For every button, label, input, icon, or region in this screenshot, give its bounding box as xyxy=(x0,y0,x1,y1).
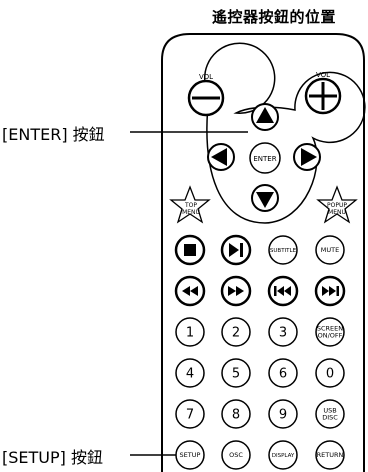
osc-button[interactable]: OSC xyxy=(221,440,251,470)
rewind-icon xyxy=(182,286,198,296)
left-arrow-button[interactable] xyxy=(207,143,235,171)
8-button[interactable]: 8 xyxy=(221,399,251,429)
right-arrow-button[interactable] xyxy=(293,143,321,171)
0-button[interactable]: 0 xyxy=(315,358,345,388)
vol-label-left: VOL xyxy=(199,73,213,81)
remote-body-outline xyxy=(161,33,365,472)
setup-button[interactable]: SETUP xyxy=(175,440,205,470)
setup-label: SETUP xyxy=(180,451,201,459)
3-label: 3 xyxy=(279,326,287,341)
screen-on-off-label-line2: ON/OFF xyxy=(318,332,343,340)
7-button[interactable]: 7 xyxy=(175,399,205,429)
down-arrow-button[interactable] xyxy=(251,184,279,212)
3-button[interactable]: 3 xyxy=(268,317,298,347)
top-menu-label-line1: TOP xyxy=(184,202,197,209)
setup-button-callout: [SETUP] 按鈕 xyxy=(2,448,103,467)
nav-cluster-outline xyxy=(204,42,366,224)
popup-menu-label-line1: POPUP xyxy=(327,202,347,209)
stop-button[interactable] xyxy=(174,234,206,266)
subtitle-label: SUBTITLE xyxy=(270,248,297,254)
8-label: 8 xyxy=(232,408,240,423)
stop-icon xyxy=(184,244,196,256)
previous-icon xyxy=(274,286,291,296)
volume-up-button[interactable] xyxy=(304,77,342,115)
return-label: RETURN xyxy=(317,451,344,459)
4-button[interactable]: 4 xyxy=(175,358,205,388)
diagram-title: 遙控器按鈕的位置 xyxy=(212,8,337,26)
mute-button[interactable]: MUTE xyxy=(315,235,345,265)
up-arrow-button[interactable] xyxy=(251,103,279,131)
enter-button-callout: [ENTER] 按鈕 xyxy=(2,125,105,144)
6-button[interactable]: 6 xyxy=(268,358,298,388)
5-label: 5 xyxy=(232,367,240,382)
right-arrow-icon xyxy=(301,148,317,166)
osc-label: OSC xyxy=(229,451,243,459)
volume-down-button[interactable] xyxy=(187,79,225,117)
down-arrow-icon xyxy=(256,192,274,208)
previous-button[interactable] xyxy=(267,275,299,307)
9-button[interactable]: 9 xyxy=(268,399,298,429)
next-button[interactable] xyxy=(314,275,346,307)
1-button[interactable]: 1 xyxy=(175,317,205,347)
4-label: 4 xyxy=(186,367,194,382)
return-button[interactable]: RETURN xyxy=(315,440,345,470)
rewind-button[interactable] xyxy=(174,275,206,307)
9-label: 9 xyxy=(279,408,287,423)
fast-forward-icon xyxy=(228,286,244,296)
6-label: 6 xyxy=(279,367,287,382)
0-label: 0 xyxy=(326,367,334,382)
next-icon xyxy=(322,286,339,296)
usb-disc-label-line2: DISC xyxy=(322,414,338,422)
star-icon xyxy=(169,185,211,224)
play-pause-icon xyxy=(229,243,243,257)
vol-label-right: VOL xyxy=(316,71,330,79)
usb-disc-label-line1: USB xyxy=(323,407,336,415)
display-label: DISPLAY xyxy=(272,453,295,459)
7-label: 7 xyxy=(186,408,194,423)
left-arrow-icon xyxy=(211,148,227,166)
enter-button[interactable]: ENTER xyxy=(249,142,281,174)
star-icon xyxy=(316,185,358,224)
2-button[interactable]: 2 xyxy=(221,317,251,347)
1-label: 1 xyxy=(186,326,194,341)
top-menu-label-line2: MENU xyxy=(182,209,200,216)
fast-forward-button[interactable] xyxy=(220,275,252,307)
play-pause-button[interactable] xyxy=(220,234,252,266)
enter-label: ENTER xyxy=(253,155,276,163)
top-menu-button[interactable]: TOP MENU xyxy=(169,185,211,224)
display-button[interactable]: DISPLAY xyxy=(268,440,298,470)
mute-label: MUTE xyxy=(321,246,339,254)
popup-menu-button[interactable]: POPUP MENU xyxy=(316,185,358,224)
popup-menu-label-line2: MENU xyxy=(328,209,346,216)
2-label: 2 xyxy=(232,326,240,341)
screen-on-off-label-line1: SCREEN xyxy=(317,325,343,333)
subtitle-button[interactable]: SUBTITLE xyxy=(268,235,298,265)
up-arrow-icon xyxy=(256,107,274,123)
5-button[interactable]: 5 xyxy=(221,358,251,388)
